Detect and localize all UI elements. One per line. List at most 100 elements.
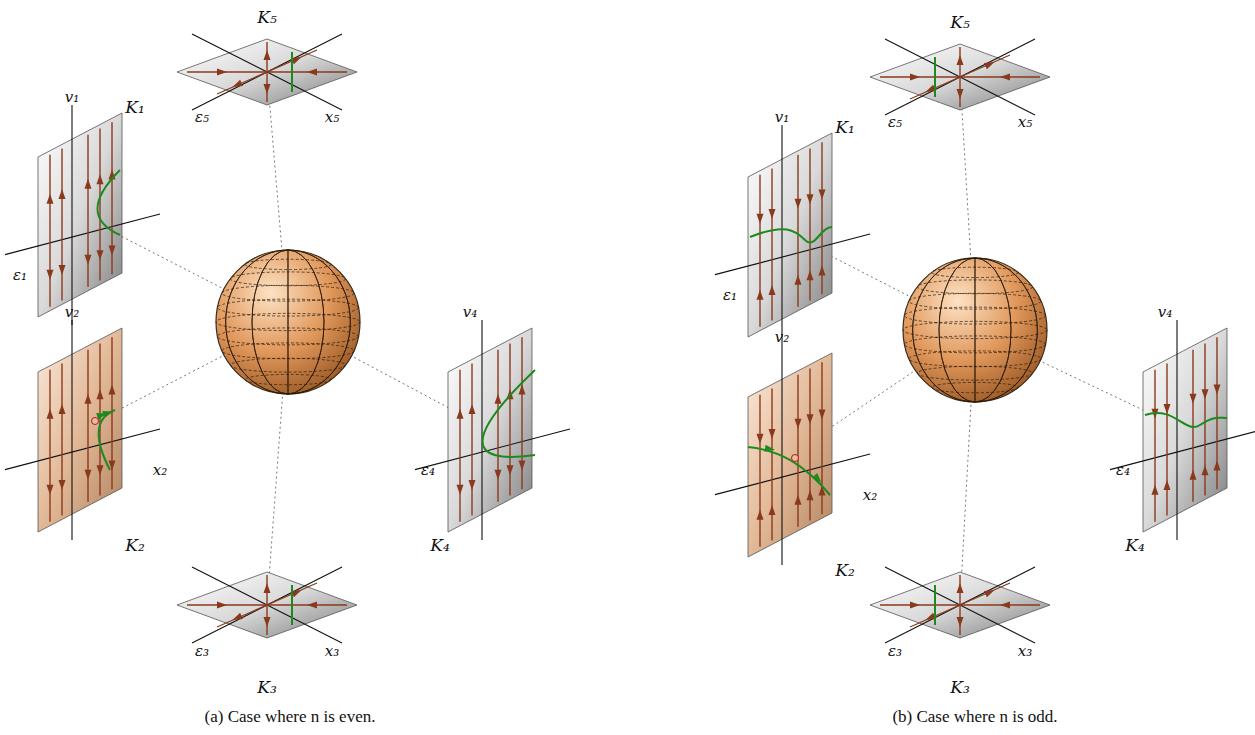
flow-arrowhead (97, 465, 104, 475)
flow-arrowhead (765, 445, 775, 452)
equilibrium-point (792, 455, 799, 462)
flow-arrowhead (47, 270, 54, 280)
flow-line (471, 363, 472, 515)
axis-label: x₂ (153, 463, 167, 478)
flow-arrowhead (519, 460, 526, 470)
flow-arrowhead (910, 74, 920, 81)
axis-line (71, 320, 72, 540)
flow-arrowhead (757, 510, 764, 520)
sphere-parallel (230, 272, 345, 286)
green-curve (98, 170, 121, 235)
flow-arrowhead (807, 414, 814, 424)
flow-arrowhead (264, 84, 271, 94)
sphere-meridian (226, 250, 351, 394)
flow-arrowhead (1202, 465, 1209, 475)
flow-arrowhead (819, 189, 826, 199)
flow-line (217, 583, 317, 627)
green-curve (750, 227, 832, 243)
flow-line (49, 370, 50, 522)
axis-line (781, 125, 782, 345)
flow-arrowhead (47, 194, 54, 204)
chart-plane (38, 113, 122, 317)
sphere-parallel (222, 285, 354, 301)
axis-label: v₄ (1158, 305, 1173, 320)
chart-plane (448, 328, 532, 532)
sphere-parallel (917, 366, 1032, 380)
green-curve (748, 447, 830, 495)
flow-arrowhead (97, 389, 104, 399)
flow-arrowhead (957, 617, 964, 627)
axis-label: v₄ (463, 305, 478, 320)
flow-arrowhead (757, 434, 764, 444)
subfigure-caption: (b) Case where n is odd. (892, 708, 1057, 725)
sphere-parallel (245, 259, 331, 269)
axis-label: x₅ (325, 110, 339, 125)
flow-arrowhead (1190, 470, 1197, 480)
flow-line (1166, 363, 1167, 515)
chart-plane (870, 44, 1050, 110)
flow-arrowhead (1152, 485, 1159, 495)
flow-arrowhead (1202, 389, 1209, 399)
flow-arrowhead (769, 429, 776, 439)
axis-line (481, 320, 482, 540)
chart-name: K₃ (950, 679, 970, 696)
flow-arrowhead (957, 583, 964, 593)
flow-arrowhead (819, 409, 826, 419)
flow-line (1154, 370, 1155, 522)
axis-line (715, 234, 870, 275)
axis-label: x₅ (1018, 115, 1032, 130)
sphere (216, 250, 360, 394)
chart-plane (38, 328, 122, 532)
flow-arrowhead (457, 409, 464, 419)
flow-arrowhead (85, 255, 92, 265)
chart-name: K₅ (950, 14, 970, 31)
flow-arrowhead (85, 394, 92, 404)
flow-arrowhead (957, 55, 964, 65)
green-curve (1145, 413, 1227, 427)
chart-name: K₁ (835, 119, 855, 136)
sphere-parallel (217, 328, 358, 345)
flow-arrowhead (97, 250, 104, 260)
axis-label: ε₅ (888, 115, 902, 130)
sphere-parallel (932, 267, 1018, 277)
sphere-parallel (245, 374, 331, 384)
subfigure-caption: (a) Case where n is even. (205, 708, 376, 725)
flow-arrowhead (795, 419, 802, 429)
axis-label: ε₄ (1116, 463, 1130, 478)
axis-label: ε₁ (13, 268, 27, 283)
axis-label: v₁ (775, 110, 790, 125)
axis-label: x₂ (863, 488, 877, 503)
sphere-parallel (917, 280, 1032, 294)
flow-arrowhead (1164, 480, 1171, 490)
axis-label: ε₁ (723, 288, 737, 303)
green-curve (291, 52, 293, 92)
flow-arrowhead (984, 62, 995, 69)
flow-line (49, 155, 50, 307)
flow-line (459, 370, 460, 522)
sphere-parallel (222, 343, 354, 359)
flow-line (910, 55, 1010, 99)
flow-arrowhead (307, 602, 317, 609)
chart-name: K₁ (125, 99, 145, 116)
flow-arrowhead (807, 270, 814, 280)
flow-arrowhead (795, 275, 802, 285)
flow-arrowhead (232, 80, 243, 87)
axis-label: v₂ (65, 305, 80, 320)
flow-arrowhead (795, 199, 802, 209)
sphere-meridian (913, 258, 1038, 402)
axis-label: v₁ (65, 90, 80, 105)
flow-arrowhead (769, 209, 776, 219)
equilibrium-point (92, 418, 99, 425)
flow-arrowhead (910, 602, 920, 609)
sphere-parallel (904, 336, 1045, 353)
flow-arrowhead (507, 465, 514, 475)
flow-arrowhead (217, 602, 227, 609)
flow-arrowhead (812, 473, 821, 483)
flow-arrowhead (264, 583, 271, 593)
flow-arrowhead (1190, 394, 1197, 404)
flow-arrowhead (807, 490, 814, 500)
flow-line (910, 583, 1010, 627)
flow-line (217, 50, 317, 94)
axis-line (1176, 320, 1177, 540)
